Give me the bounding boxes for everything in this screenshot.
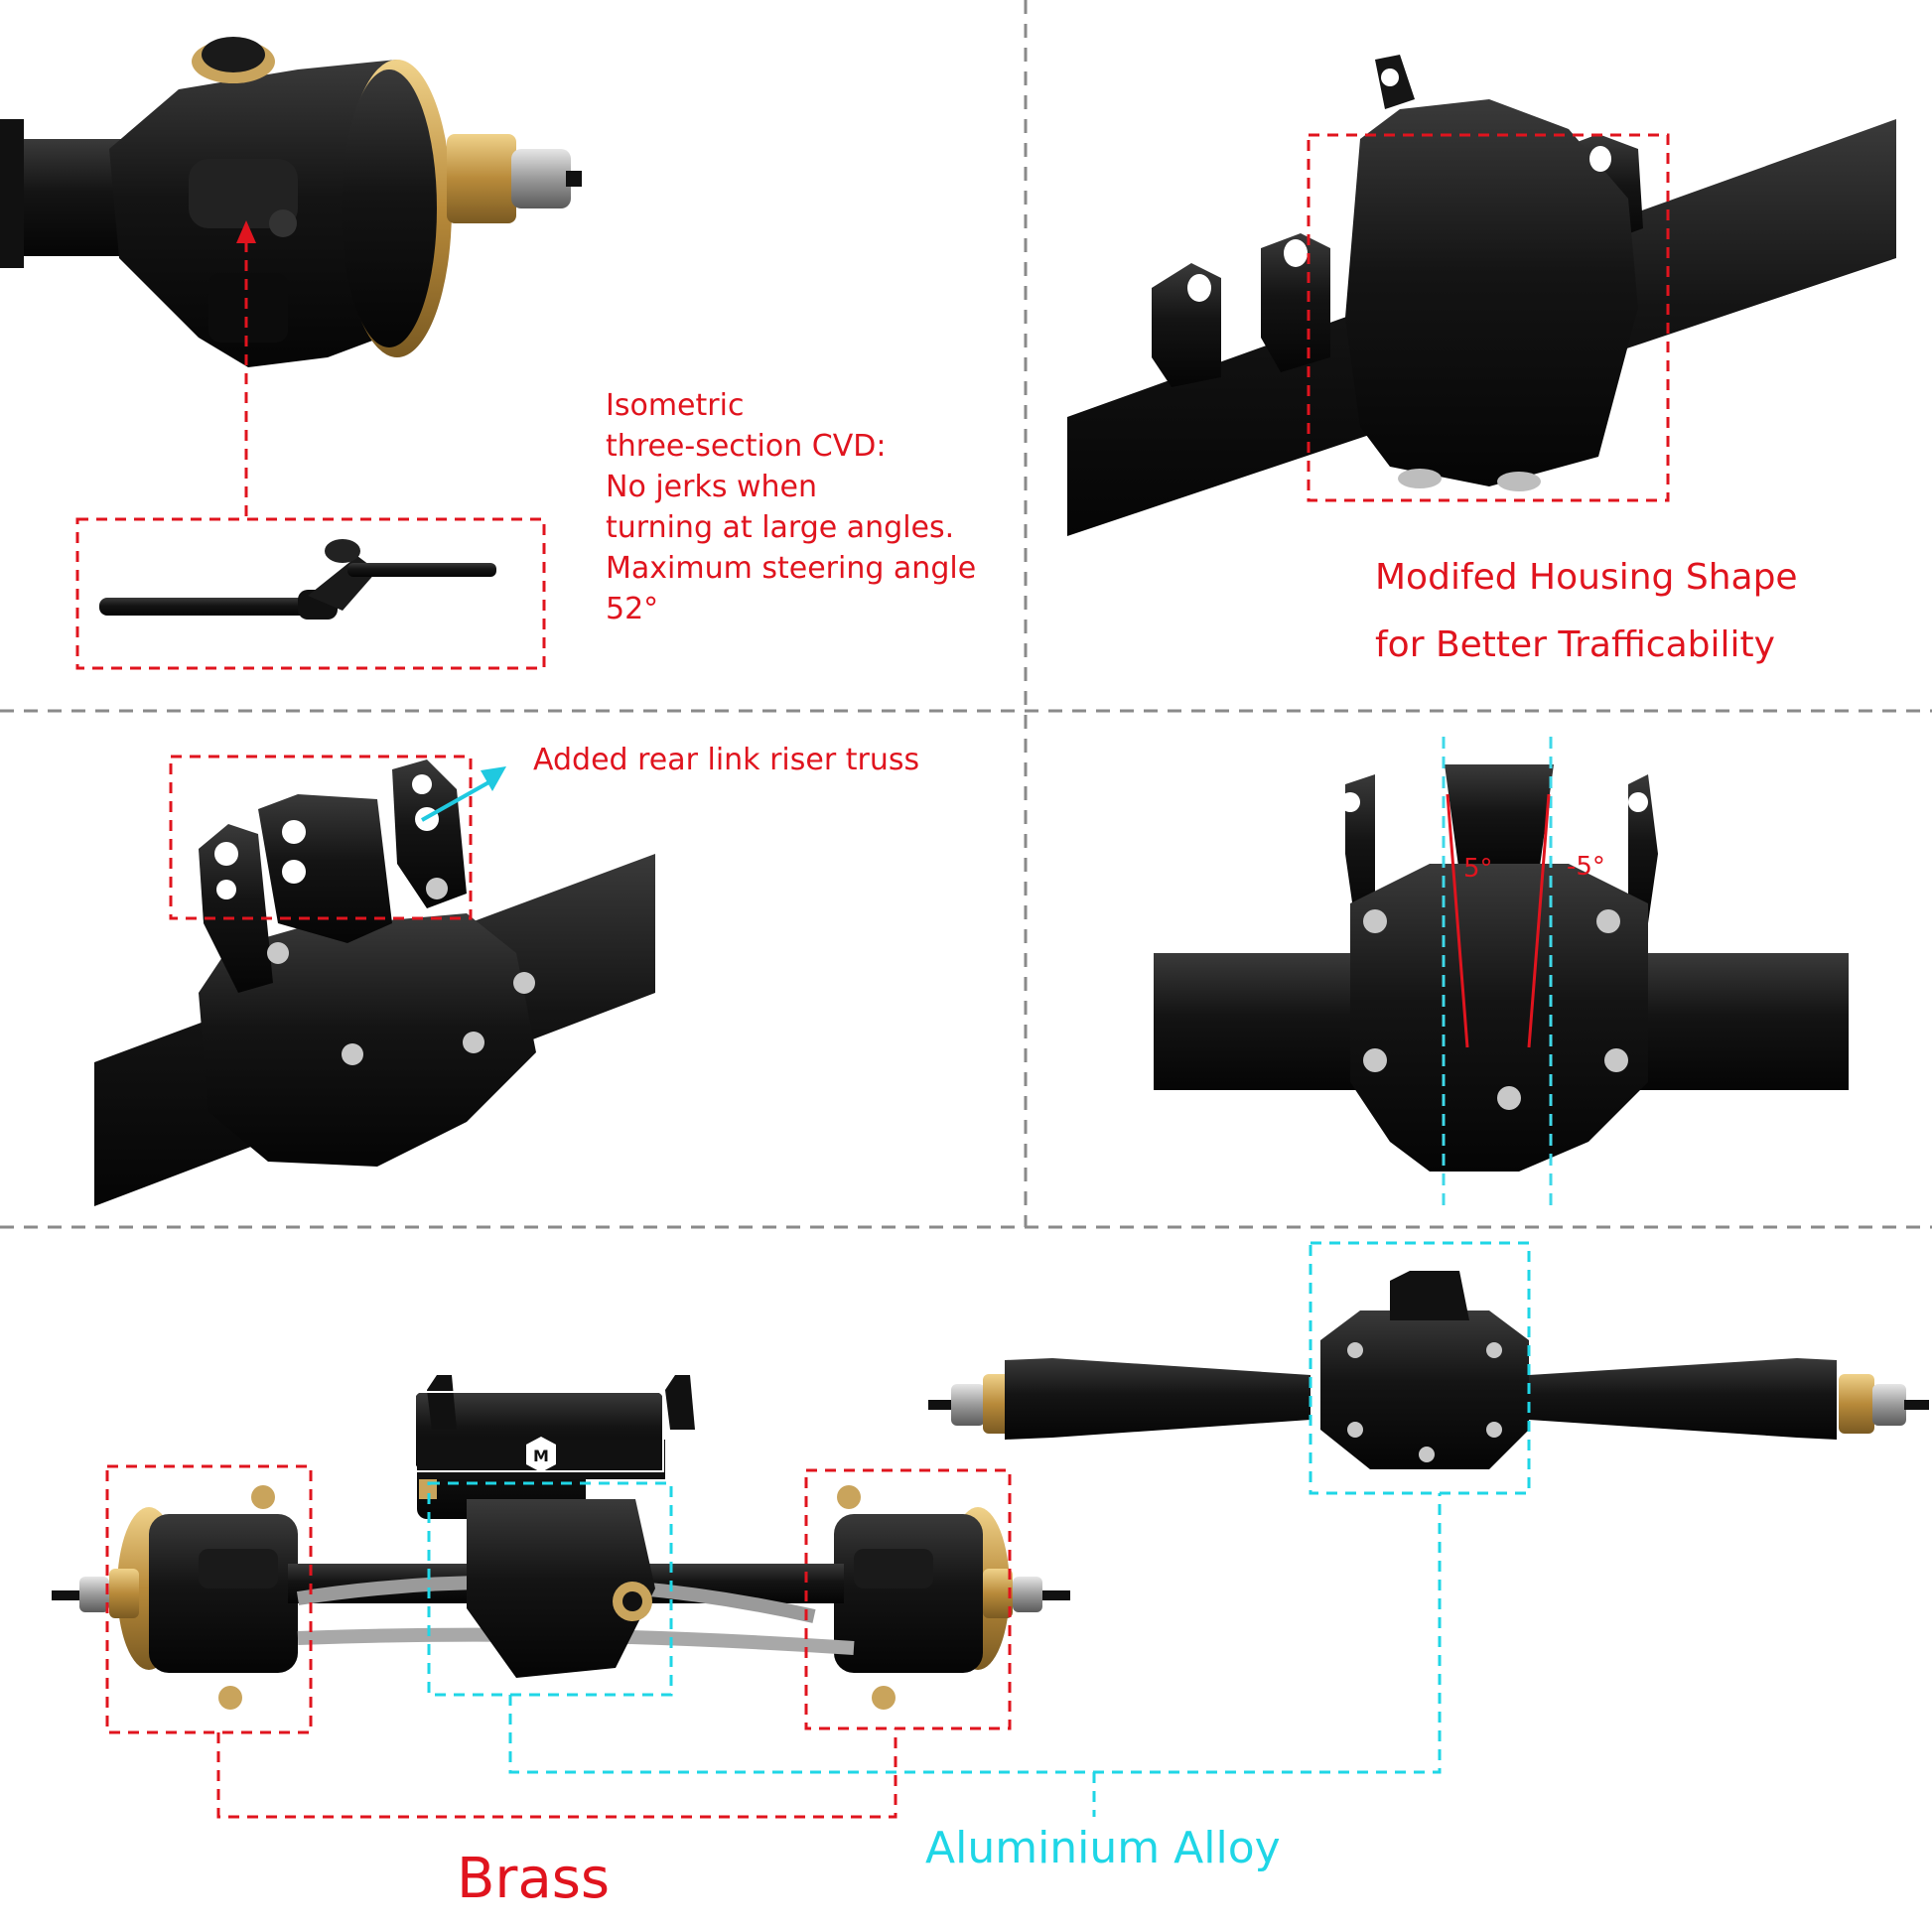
brand-logo-letter: M xyxy=(533,1447,549,1465)
brass-callout xyxy=(105,1464,1012,1819)
cvd-line-2: three-section CVD: xyxy=(606,429,887,464)
brass-box-left xyxy=(105,1464,313,1734)
angle-line-left xyxy=(1446,793,1469,1048)
brand-logo: M xyxy=(526,1437,556,1472)
brass-box-right xyxy=(804,1468,1012,1730)
housing-line-2: for Better Trafficability xyxy=(1375,624,1775,665)
cvd-line-4: turning at large angles. xyxy=(606,510,955,545)
brass-bracket xyxy=(216,1728,897,1819)
riser-callout-arrow xyxy=(421,778,493,822)
rear-axle-photo xyxy=(928,1271,1929,1469)
offset-housing-photo xyxy=(1154,764,1849,1172)
angle-line-right xyxy=(1527,793,1551,1048)
cvd-shaft-photo xyxy=(99,539,496,620)
offset-angle-guides xyxy=(1442,737,1553,1213)
housing-description: Modifed Housing Shape for Better Traffic… xyxy=(1375,544,1798,679)
panel-dividers xyxy=(0,0,1932,1229)
aluminium-label: Aluminium Alloy xyxy=(925,1823,1281,1873)
cvd-line-3: No jerks when xyxy=(606,470,818,504)
riser-callout-box xyxy=(169,755,473,920)
knuckle-photo xyxy=(0,37,582,367)
aluminium-callout xyxy=(427,1241,1531,1817)
housing-callout-box xyxy=(1307,133,1670,502)
angle-label-negative: -5° xyxy=(1567,852,1605,882)
cvd-callout-box xyxy=(75,517,546,670)
aluminium-box-rear xyxy=(1309,1241,1531,1495)
riser-label: Added rear link riser truss xyxy=(533,743,920,777)
riser-photo xyxy=(94,759,655,1206)
front-left-knuckle xyxy=(52,1485,298,1710)
cvd-line-6: 52° xyxy=(606,592,659,626)
aluminium-bracket xyxy=(508,1493,1442,1774)
front-right-knuckle xyxy=(834,1485,1070,1710)
cvd-callout xyxy=(75,238,546,670)
cvd-callout-arrowhead xyxy=(236,220,256,243)
riser-callout-arrowhead xyxy=(481,766,506,791)
housing-photo xyxy=(1067,55,1896,536)
aluminium-box-front xyxy=(427,1481,673,1697)
cvd-line-5: Maximum steering angle xyxy=(606,551,977,586)
housing-line-1: Modifed Housing Shape xyxy=(1375,557,1798,598)
cvd-line-1: Isometric xyxy=(606,388,745,423)
angle-label-positive: 5° xyxy=(1463,854,1493,884)
cvd-description: Isometric three-section CVD: No jerks wh… xyxy=(606,385,1023,629)
brass-label: Brass xyxy=(457,1847,611,1911)
front-axle-photo xyxy=(52,1375,1070,1710)
